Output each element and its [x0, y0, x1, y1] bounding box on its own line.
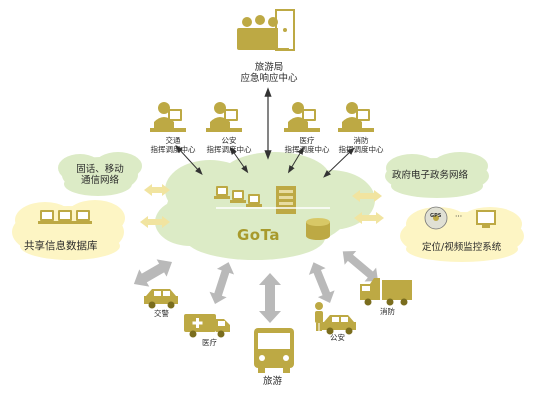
gps-label: GPS [430, 213, 442, 219]
tourism-bus-icon [254, 328, 294, 373]
dispatch-label-police: 公安 指挥调度中心 [199, 136, 259, 154]
tourism-bureau-label: 旅游局 应急响应中心 [234, 62, 304, 85]
dispatch-operator-icon-fire [338, 102, 374, 132]
dispatch-operator-icon-traffic [150, 102, 186, 132]
fire-truck-icon [360, 278, 412, 306]
dispatch-label-medical-line2: 指挥调度中心 [284, 145, 330, 154]
egov-network-cloud [385, 152, 489, 198]
shared-database-label: 共享信息数据库 [24, 240, 98, 252]
tourism-bureau-icon [237, 9, 295, 51]
dispatch-label-fire-line2: 指挥调度中心 [338, 145, 384, 154]
monitor-icon [476, 210, 496, 228]
dispatch-label-medical-line1: 医疗 [299, 136, 315, 145]
egov-network-label: 政府电子政务网络 [392, 170, 469, 181]
dispatch-operator-icon-police [206, 102, 242, 132]
left-network-cloud [58, 152, 142, 196]
ambulance-icon [184, 314, 230, 338]
fire-label: 消防 [380, 307, 395, 316]
gota-core-label: GoTa [237, 226, 281, 244]
monitoring-label: 定位/视频监控系统 [422, 242, 502, 253]
police-officer-icon [315, 302, 323, 331]
gps-icon [424, 206, 448, 230]
tourism-bus-label: 旅游 [263, 376, 283, 387]
dispatch-label-medical: 医疗 指挥调度中心 [277, 136, 337, 154]
traffic-police-car-icon [144, 289, 178, 309]
dispatch-link-arrows [175, 145, 355, 178]
dispatch-label-fire: 消防 指挥调度中心 [331, 136, 391, 154]
tourism-bureau-label-line1: 旅游局 [254, 62, 284, 73]
dispatch-label-traffic-line2: 指挥调度中心 [150, 145, 196, 154]
police-label: 公安 [330, 333, 345, 342]
dispatch-label-police-line2: 指挥调度中心 [206, 145, 252, 154]
left-network-label-line1: 固话、移动 [76, 164, 124, 175]
vehicle-link-arrows [133, 250, 378, 323]
gota-database-icon [306, 218, 330, 240]
gota-server-icon [276, 186, 296, 214]
dispatch-operator-icon-medical [284, 102, 320, 132]
traffic-police-label: 交警 [154, 309, 169, 318]
tourism-bureau-label-line2: 应急响应中心 [240, 73, 298, 85]
dispatch-label-traffic-line1: 交通 [165, 136, 181, 145]
dispatch-label-traffic: 交通 指挥调度中心 [143, 136, 203, 154]
gota-terminals-icon [214, 186, 262, 207]
medical-vehicle-label: 医疗 [202, 338, 217, 347]
dispatch-label-fire-line1: 消防 [353, 136, 369, 145]
monitoring-dots: ··· [455, 212, 463, 221]
side-link-arrows [140, 184, 384, 228]
left-network-label: 固话、移动 通信网络 [60, 164, 140, 187]
gota-cloud [155, 152, 375, 260]
left-network-label-line2: 通信网络 [80, 175, 119, 187]
database-computers-icon [38, 210, 92, 224]
dispatch-label-police-line1: 公安 [221, 136, 237, 145]
police-car-icon [322, 315, 356, 335]
